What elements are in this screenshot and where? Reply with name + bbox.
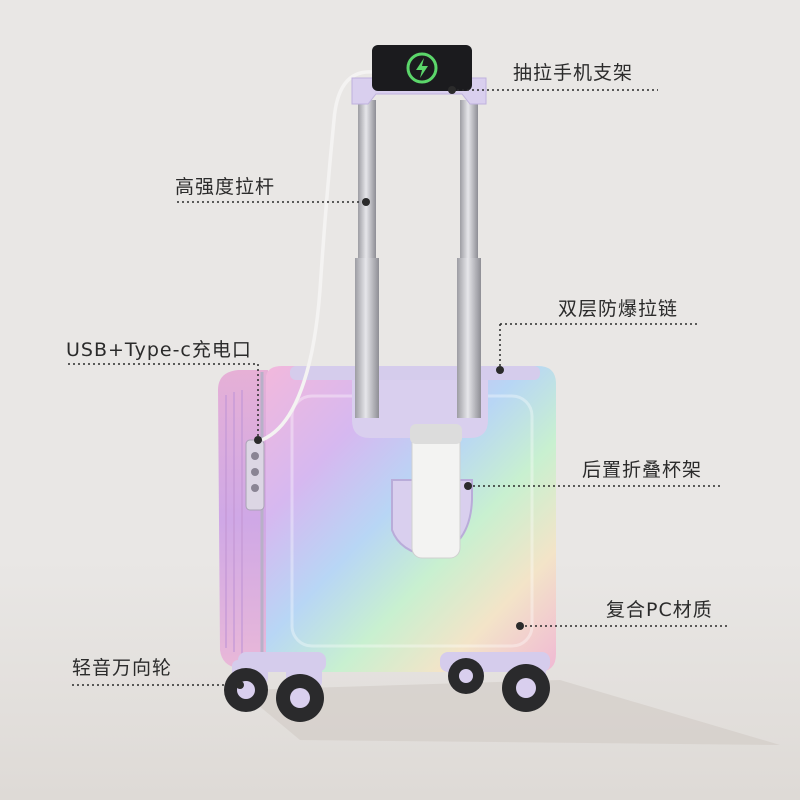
handle-pole-left-upper: [358, 100, 376, 260]
phone-charging-icon: [406, 52, 438, 84]
label-zipper: 双层防爆拉链: [558, 298, 679, 320]
handle-pole-right-lower: [457, 258, 481, 418]
cup-lid: [410, 424, 462, 444]
label-wheels: 轻音万向轮: [72, 657, 173, 679]
handle-pole-left-lower: [355, 258, 379, 418]
label-usb-port: USB+Type-c充电口: [66, 339, 252, 361]
wheel-back-center: [448, 656, 484, 694]
wheel-back-right: [502, 656, 550, 712]
label-cup-holder: 后置折叠杯架: [582, 459, 703, 481]
wheel-front-center: [276, 664, 324, 722]
wheel-front-left: [224, 660, 268, 712]
label-handle: 高强度拉杆: [175, 176, 276, 198]
charging-cable: [261, 70, 373, 442]
label-material: 复合PC材质: [606, 599, 713, 621]
shadow: [240, 680, 780, 745]
label-phone-holder: 抽拉手机支架: [513, 62, 634, 84]
side-ribs: [225, 390, 243, 655]
handle-recess: [352, 366, 488, 438]
callout-lines: [68, 86, 728, 689]
handle-pole-right-upper: [460, 100, 478, 260]
cup: [411, 427, 461, 559]
